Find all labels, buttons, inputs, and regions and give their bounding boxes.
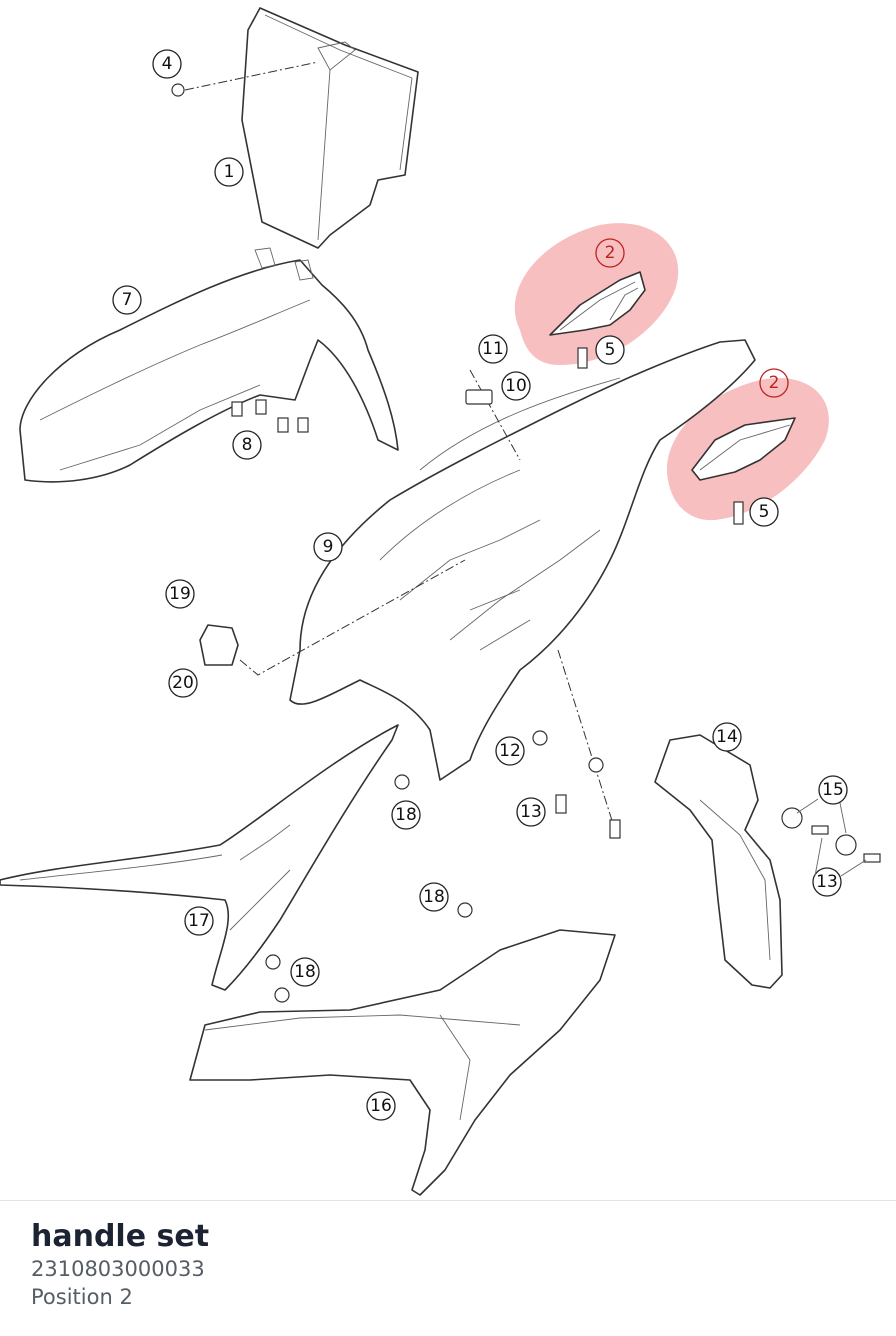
part-left-shroud xyxy=(0,724,399,991)
svg-text:4: 4 xyxy=(162,54,173,74)
grip-hardware xyxy=(781,807,881,863)
part-number: 2310803000033 xyxy=(31,1257,205,1281)
fender-screws xyxy=(231,399,309,433)
part-name: handle set xyxy=(31,1219,210,1254)
svg-text:16: 16 xyxy=(370,1096,392,1116)
parts-diagram: 4 1 7 2 5 11 10 2 5 8 9 19 20 12 14 15 1… xyxy=(0,7,881,1196)
svg-text:10: 10 xyxy=(505,376,527,396)
callout-7[interactable]: 7 xyxy=(112,285,142,315)
callout-18-c[interactable]: 18 xyxy=(290,957,320,987)
svg-text:13: 13 xyxy=(520,802,542,822)
svg-text:8: 8 xyxy=(242,435,253,455)
svg-text:20: 20 xyxy=(172,673,194,693)
svg-text:7: 7 xyxy=(122,290,133,310)
svg-text:19: 19 xyxy=(169,584,191,604)
callout-14[interactable]: 14 xyxy=(712,722,742,752)
part-module xyxy=(199,624,239,666)
callout-5-lower[interactable]: 5 xyxy=(749,497,779,527)
svg-text:18: 18 xyxy=(423,887,445,907)
svg-text:13: 13 xyxy=(816,872,838,892)
part-front-fender xyxy=(19,247,399,483)
callout-17[interactable]: 17 xyxy=(184,906,214,936)
part-handle-upper[interactable] xyxy=(549,271,646,336)
svg-text:15: 15 xyxy=(822,780,844,800)
part-info-footer: handle set 2310803000033 Position 2 xyxy=(0,1200,896,1336)
callout-16[interactable]: 16 xyxy=(366,1091,396,1121)
svg-text:14: 14 xyxy=(716,727,738,747)
part-rear-fender xyxy=(289,339,756,781)
part-handle-lower[interactable] xyxy=(691,417,796,481)
callout-5-upper[interactable]: 5 xyxy=(595,335,625,365)
svg-text:11: 11 xyxy=(482,339,504,359)
svg-text:12: 12 xyxy=(499,741,521,761)
callout-12[interactable]: 12 xyxy=(495,736,525,766)
svg-text:1: 1 xyxy=(224,162,235,182)
callout-19[interactable]: 19 xyxy=(165,579,195,609)
callout-11[interactable]: 11 xyxy=(478,334,508,364)
callout-9[interactable]: 9 xyxy=(313,532,343,562)
callout-20[interactable]: 20 xyxy=(168,668,198,698)
callout-18-a[interactable]: 18 xyxy=(391,800,421,830)
svg-text:18: 18 xyxy=(294,962,316,982)
svg-text:17: 17 xyxy=(188,911,210,931)
callout-4[interactable]: 4 xyxy=(152,49,182,79)
callout-2-lower[interactable]: 2 xyxy=(759,368,789,398)
callout-8[interactable]: 8 xyxy=(232,430,262,460)
callout-10[interactable]: 10 xyxy=(501,371,531,401)
callout-1[interactable]: 1 xyxy=(214,157,244,187)
svg-text:9: 9 xyxy=(323,537,334,557)
svg-text:5: 5 xyxy=(759,502,770,522)
callout-18-b[interactable]: 18 xyxy=(419,882,449,912)
svg-text:2: 2 xyxy=(605,243,616,263)
callout-13-b[interactable]: 13 xyxy=(812,867,842,897)
callout-15[interactable]: 15 xyxy=(818,775,848,805)
part-number-plate xyxy=(241,7,419,249)
part-right-shroud xyxy=(189,929,616,1196)
callout-2-upper[interactable]: 2 xyxy=(595,238,625,268)
part-grip xyxy=(654,734,783,989)
callout-13-a[interactable]: 13 xyxy=(516,797,546,827)
svg-text:18: 18 xyxy=(395,805,417,825)
position-label: Position 2 xyxy=(31,1285,133,1309)
svg-text:2: 2 xyxy=(769,373,780,393)
svg-text:5: 5 xyxy=(605,340,616,360)
